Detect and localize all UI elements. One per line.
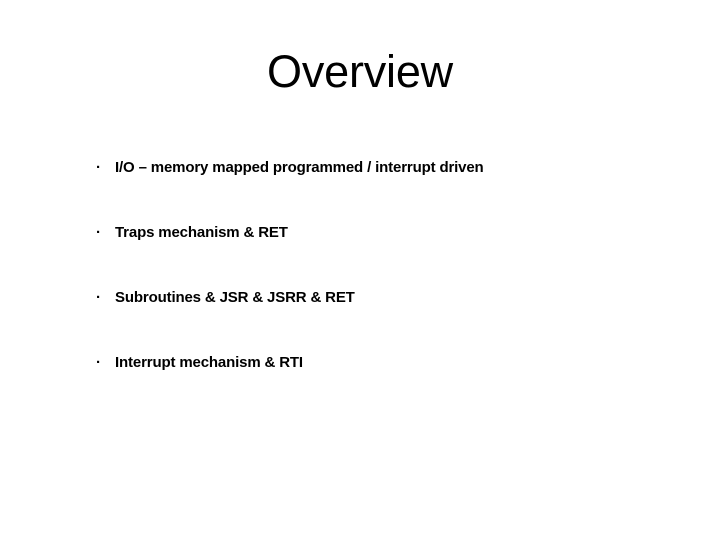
list-item: · Traps mechanism & RET [94, 223, 654, 288]
bullet-dot-icon: · [96, 354, 101, 371]
bullet-dot-icon: · [96, 224, 101, 241]
bullet-text: Subroutines & JSR & JSRR & RET [115, 289, 355, 306]
bullet-text: I/O – memory mapped programmed / interru… [115, 159, 484, 176]
list-item: · I/O – memory mapped programmed / inter… [94, 158, 654, 223]
bullet-dot-icon: · [96, 289, 101, 306]
page-title: Overview [267, 46, 453, 97]
list-item: · Subroutines & JSR & JSRR & RET [94, 288, 654, 353]
bullet-text: Interrupt mechanism & RTI [115, 354, 303, 371]
bullet-dot-icon: · [96, 159, 101, 176]
bullet-text: Traps mechanism & RET [115, 224, 288, 241]
list-item: · Interrupt mechanism & RTI [94, 353, 654, 418]
bullet-list: · I/O – memory mapped programmed / inter… [94, 158, 654, 418]
